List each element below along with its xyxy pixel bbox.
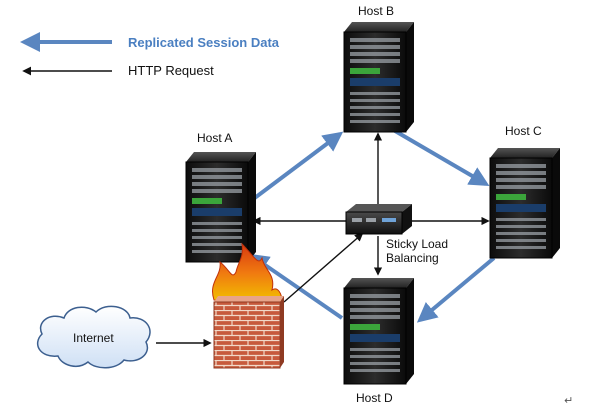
legend-replicated-label: Replicated Session Data xyxy=(128,35,280,50)
server-host-b xyxy=(343,22,414,133)
server-host-a xyxy=(185,152,256,263)
load-balancer-device xyxy=(345,204,412,235)
replication-arrow-c-to-d xyxy=(416,256,496,323)
host-c-label: Host C xyxy=(505,124,542,138)
server-host-d xyxy=(343,278,414,385)
internet-label: Internet xyxy=(73,331,114,345)
replication-arrow-d-to-a xyxy=(248,253,344,320)
replication-arrow-b-to-c xyxy=(388,126,490,187)
server-host-c xyxy=(489,148,560,259)
legend: Replicated Session Data HTTP Request xyxy=(20,32,280,78)
replication-arrows xyxy=(248,126,496,323)
request-arrows xyxy=(156,132,490,348)
host-b-label: Host B xyxy=(358,4,394,18)
corner-return-mark: ↵ xyxy=(564,395,573,407)
host-d-label: Host D xyxy=(356,391,393,405)
load-balancer-label-line2: Balancing xyxy=(386,251,439,265)
replication-arrow-a-to-b xyxy=(250,131,344,202)
host-a-label: Host A xyxy=(197,131,232,145)
request-arrow-firewall-to-lb xyxy=(283,232,364,303)
internet-cloud-icon xyxy=(37,305,151,369)
load-balancer-label-line1: Sticky Load xyxy=(386,237,448,251)
firewall-icon xyxy=(212,242,284,369)
legend-http-label: HTTP Request xyxy=(128,63,214,78)
